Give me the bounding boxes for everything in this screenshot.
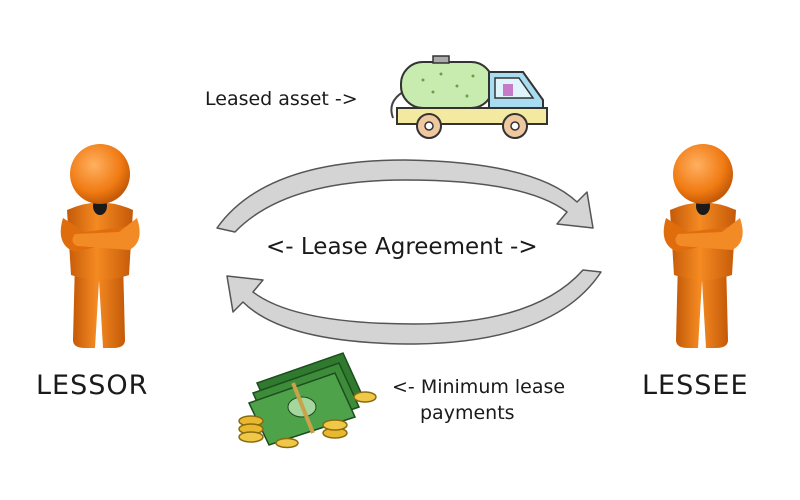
lease-agreement-label: <- Lease Agreement -> xyxy=(266,234,538,260)
person-icon xyxy=(60,144,140,348)
lessee-label: LESSEE xyxy=(642,370,749,401)
circular-arrows-icon xyxy=(216,159,602,345)
lease-cycle-arrows xyxy=(205,150,615,355)
lessor-label: LESSOR xyxy=(36,370,149,401)
cash-stack-icon xyxy=(238,352,377,449)
payments-label-line1: <- Minimum lease xyxy=(392,376,566,398)
tanker-truck-icon xyxy=(390,55,548,139)
leased-asset-label: Leased asset -> xyxy=(205,88,358,110)
lessor-figure xyxy=(45,140,155,355)
lessee-figure xyxy=(648,140,758,355)
leased-asset-truck xyxy=(383,52,555,142)
payments-cash xyxy=(235,345,380,450)
person-icon xyxy=(663,144,743,348)
payments-label-line2: payments xyxy=(420,402,515,424)
